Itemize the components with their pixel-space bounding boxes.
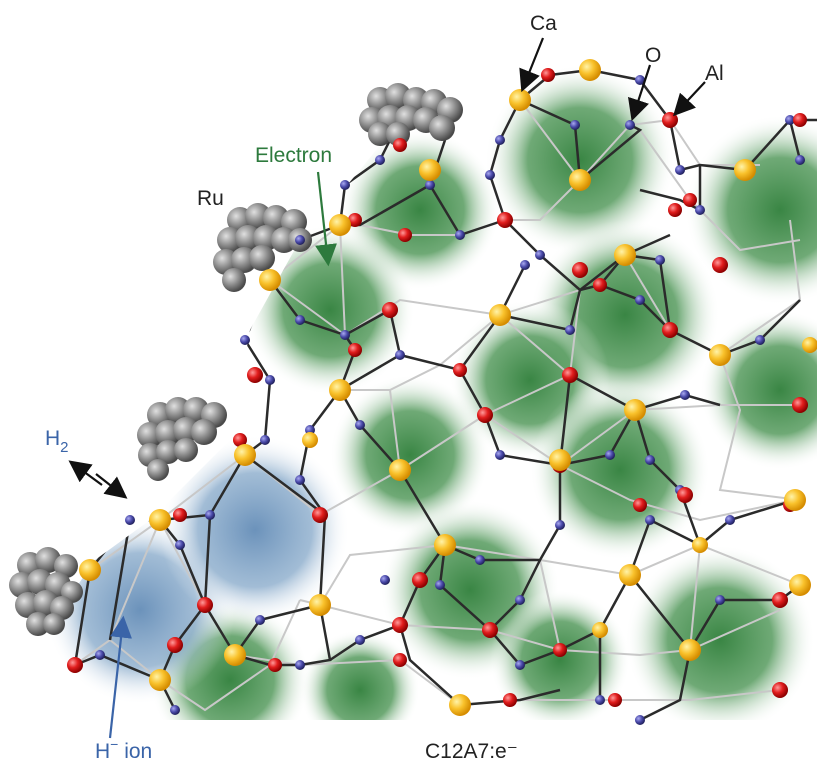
ru-label: Ru <box>197 187 224 210</box>
h-ion-arrow <box>108 615 133 739</box>
ru-cluster-3 <box>137 397 227 481</box>
al-label: Al <box>705 62 724 85</box>
o-label: O <box>645 44 661 67</box>
h2-arrow-in <box>95 473 128 499</box>
material-label: C12A7:e⁻ <box>425 740 518 763</box>
o-arrow <box>628 64 652 122</box>
ru-cluster-1 <box>359 83 463 146</box>
al-arrow <box>672 81 706 117</box>
h2-arrow-out <box>68 460 103 486</box>
ru-cluster-4 <box>9 547 83 636</box>
ca-arrow <box>519 37 545 93</box>
ru-clusters <box>9 83 463 636</box>
electron-arrow <box>315 171 337 267</box>
annotation-arrows <box>68 37 706 739</box>
h2-label: H2 <box>45 427 69 456</box>
al-atoms <box>95 70 805 725</box>
electron-clouds <box>150 65 817 720</box>
ru-cluster-2 <box>213 203 312 292</box>
ca-atoms <box>79 59 817 716</box>
h-ion-label: H− ion <box>95 736 152 763</box>
electron-label: Electron <box>255 144 332 167</box>
labels: Ca O Al Electron Ru H2 H− ion C12A7:e⁻ <box>45 12 724 763</box>
ca-label: Ca <box>530 12 557 35</box>
